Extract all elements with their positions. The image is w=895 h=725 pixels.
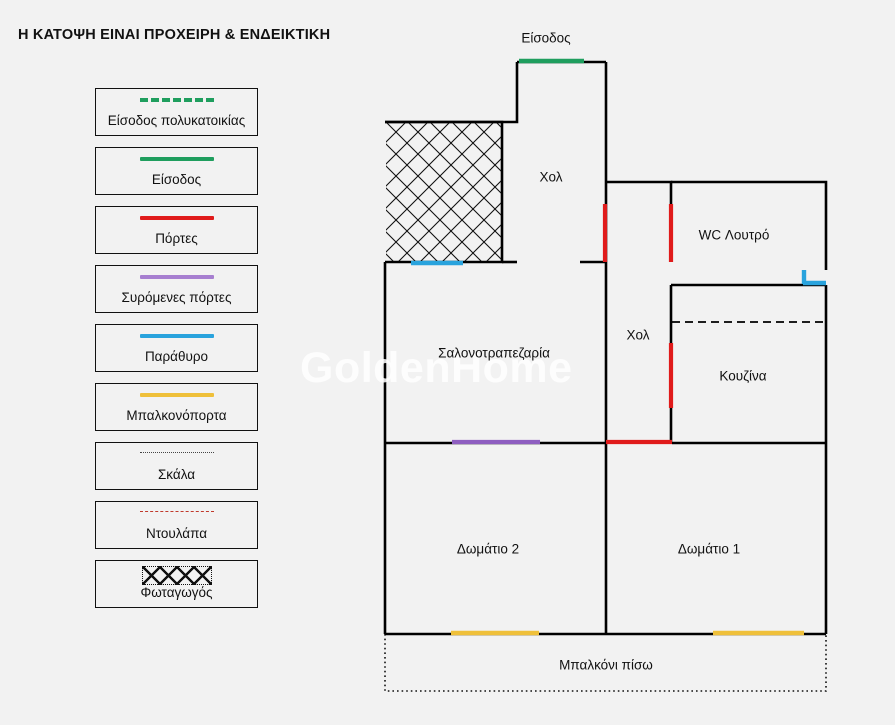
legend-item-sliding-doors[interactable]: Συρόμενες πόρτες xyxy=(95,265,258,313)
legend-item-entrance[interactable]: Είσοδος xyxy=(95,147,258,195)
legend-item-label: Παράθυρο xyxy=(144,349,209,364)
legend-item-balcony-door[interactable]: Μπαλκονόπορτα xyxy=(95,383,258,431)
legend-item-label: Είσοδος xyxy=(151,172,202,187)
line-dashed-red-icon xyxy=(139,511,214,512)
legend-item-label: Φωταγωγός xyxy=(140,585,213,600)
legend-item-building-entrance[interactable]: Είσοδος πολυκατοικίας xyxy=(95,88,258,136)
bedroom-1: Δωμάτιο 1 xyxy=(677,541,741,557)
lightwell-area xyxy=(386,123,501,261)
legend-item-closet[interactable]: Ντουλάπα xyxy=(95,501,258,549)
watermark: GoldenHome xyxy=(300,344,573,392)
legend-item-label: Συρόμενες πόρτες xyxy=(121,290,232,305)
line-dashdot-green-icon xyxy=(139,98,214,102)
line-solid-purple-icon xyxy=(139,275,214,279)
legend-item-doors[interactable]: Πόρτες xyxy=(95,206,258,254)
line-solid-green-icon xyxy=(139,157,214,161)
window-markers xyxy=(411,260,826,286)
hall-rear: Χολ xyxy=(626,327,650,343)
hall-front: Χολ xyxy=(539,169,563,185)
legend-item-label: Ντουλάπα xyxy=(145,526,208,541)
legend-item-label: Μπαλκονόπορτα xyxy=(126,408,227,423)
page-title: Η ΚΑΤΟΨΗ ΕΙΝΑΙ ΠΡΟΧΕΙΡΗ & ΕΝΔΕΙΚΤΙΚΗ xyxy=(18,27,331,43)
hatch-pattern-icon xyxy=(141,566,212,585)
living-dining: Σαλονοτραπεζαρία xyxy=(438,345,550,361)
legend-item-stairs[interactable]: Σκάλα xyxy=(95,442,258,490)
legend-item-label: Πόρτες xyxy=(155,231,198,246)
legend-item-label: Είσοδος πολυκατοικίας xyxy=(107,113,246,128)
line-dotted-gray-icon xyxy=(139,452,214,453)
line-solid-yellow-icon xyxy=(139,393,214,397)
legend-item-window[interactable]: Παράθυρο xyxy=(95,324,258,372)
legend-item-lightwell[interactable]: Φωταγωγός xyxy=(95,560,258,608)
wc-bathroom: WC Λουτρό xyxy=(698,227,770,243)
bedroom-2: Δωμάτιο 2 xyxy=(456,541,520,557)
line-solid-blue-icon xyxy=(139,334,214,338)
entrance-label: Είσοδος xyxy=(521,30,571,46)
line-solid-red-icon xyxy=(139,216,214,220)
door-markers xyxy=(602,204,674,445)
kitchen: Κουζίνα xyxy=(719,368,767,384)
legend-item-label: Σκάλα xyxy=(157,467,196,482)
back-balcony-label: Μπαλκόνι πίσω xyxy=(559,657,653,673)
legend-panel: Είσοδος πολυκατοικίας Είσοδος Πόρτες Συρ… xyxy=(95,88,258,619)
